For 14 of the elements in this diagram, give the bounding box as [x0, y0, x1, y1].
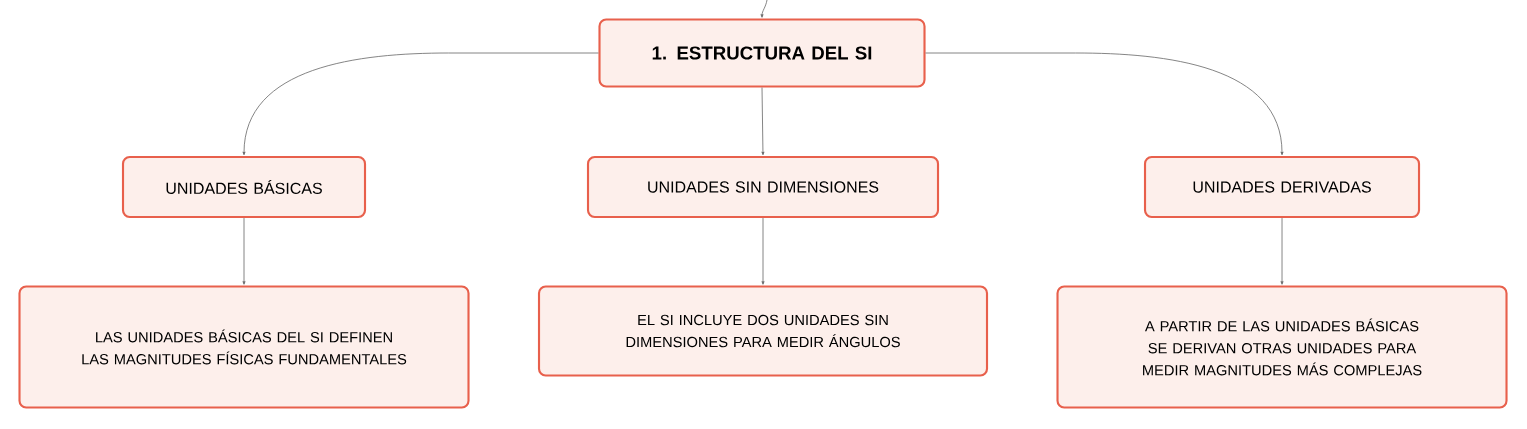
arrow	[925, 52, 1284, 156]
arrow	[761, 217, 765, 285]
title-box: 1. ESTRUCTURA DEL SI	[598, 18, 926, 88]
category-box: UNIDADES SIN DIMENSIONES	[586, 155, 940, 219]
category-box: UNIDADES BÁSICAS	[121, 155, 367, 219]
arrow	[242, 217, 246, 285]
arrow	[761, 87, 765, 156]
description-box: A PARTIR DE LAS UNIDADES BÁSICAS SE DERIVAN OTRAS UNIDADES PARA MEDIR MAGNITUDES MÁS COMPLEJAS	[1056, 285, 1508, 409]
description-box: LAS UNIDADES BÁSICAS DEL SI DEFINEN LAS MAGNITUDES FÍSICAS FUNDAMENTALES	[18, 285, 470, 409]
description-box: EL SI INCLUYE DOS UNIDADES SIN DIMENSIONES PARA MEDIR ÁNGULOS	[537, 285, 989, 377]
arrow	[242, 52, 599, 156]
category-box: UNIDADES DERIVADAS	[1143, 155, 1421, 219]
arrow	[1280, 217, 1284, 285]
arrow	[760, 0, 768, 18]
